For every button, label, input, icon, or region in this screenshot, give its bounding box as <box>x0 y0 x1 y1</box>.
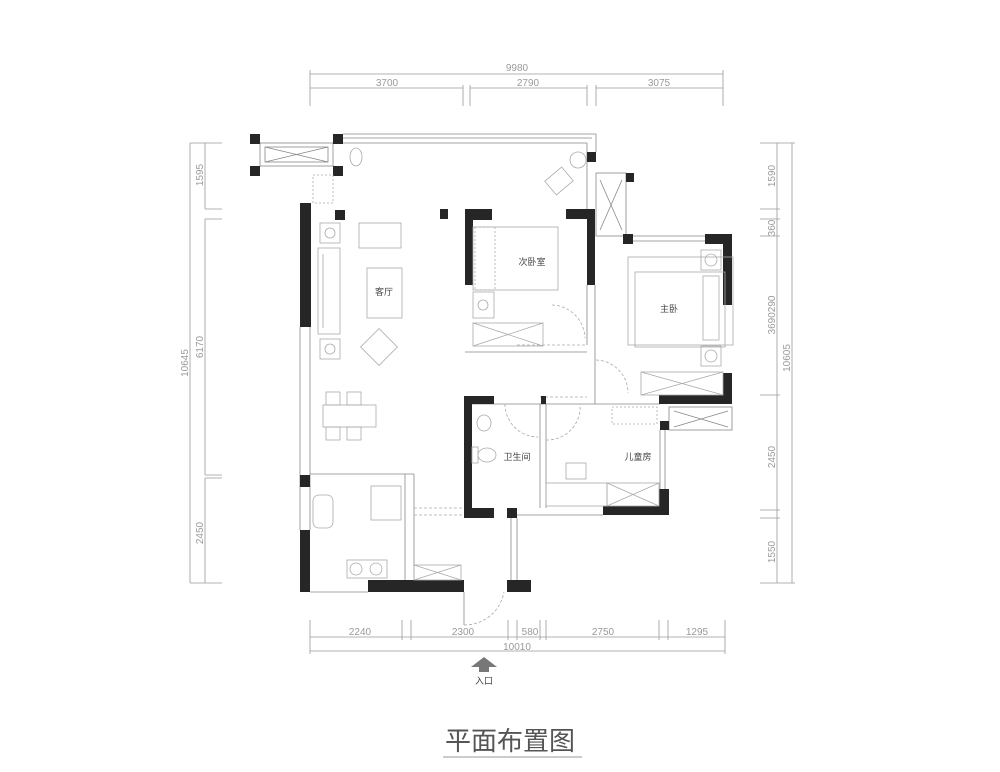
structural-walls <box>250 134 732 592</box>
room-label-kids-room: 儿童房 <box>624 451 651 463</box>
dim-top-1: 3700 <box>376 78 399 89</box>
dim-bottom-1: 2240 <box>349 627 372 638</box>
dim-top-total: 9980 <box>506 63 529 74</box>
dim-bottom-4: 2750 <box>592 627 615 638</box>
dim-left-total: 10645 <box>180 349 191 377</box>
room-label-second-bedroom: 次卧室 <box>518 256 545 268</box>
dim-right-5: 1550 <box>767 540 778 563</box>
thin-walls <box>259 133 733 593</box>
right-dimensions: 1590 360 3690290 2450 1550 10605 <box>760 142 795 584</box>
room-label-living: 客厅 <box>375 286 393 298</box>
dim-right-total: 10605 <box>782 344 793 372</box>
dim-left-2: 6170 <box>195 335 206 358</box>
dim-right-4: 2450 <box>767 445 778 468</box>
page-title: 平面布置图 <box>445 727 575 757</box>
room-label-master-bedroom: 主卧 <box>660 303 678 315</box>
dim-left-3: 2450 <box>195 521 206 544</box>
left-dimensions: 1595 6170 2450 10645 <box>180 142 222 584</box>
entrance-label: 入口 <box>475 676 493 687</box>
bottom-dimensions: 2240 2300 580 2750 1295 10010 <box>309 620 726 654</box>
dim-bottom-3: 580 <box>522 627 539 638</box>
top-dimensions: 9980 3700 2790 3075 <box>309 63 724 106</box>
dim-bottom-2: 2300 <box>452 627 475 638</box>
dim-right-1: 1590 <box>767 164 778 187</box>
dim-right-3: 3690290 <box>767 295 778 334</box>
dim-top-2: 2790 <box>517 78 540 89</box>
dim-bottom-total: 10010 <box>503 642 531 653</box>
entrance-arrow-icon <box>471 657 497 672</box>
dim-bottom-5: 1295 <box>686 627 709 638</box>
dim-left-1: 1595 <box>195 163 206 186</box>
dim-right-2: 360 <box>767 219 778 236</box>
dim-top-3: 3075 <box>648 78 671 89</box>
furniture <box>312 147 734 626</box>
room-label-bathroom: 卫生间 <box>503 451 530 463</box>
